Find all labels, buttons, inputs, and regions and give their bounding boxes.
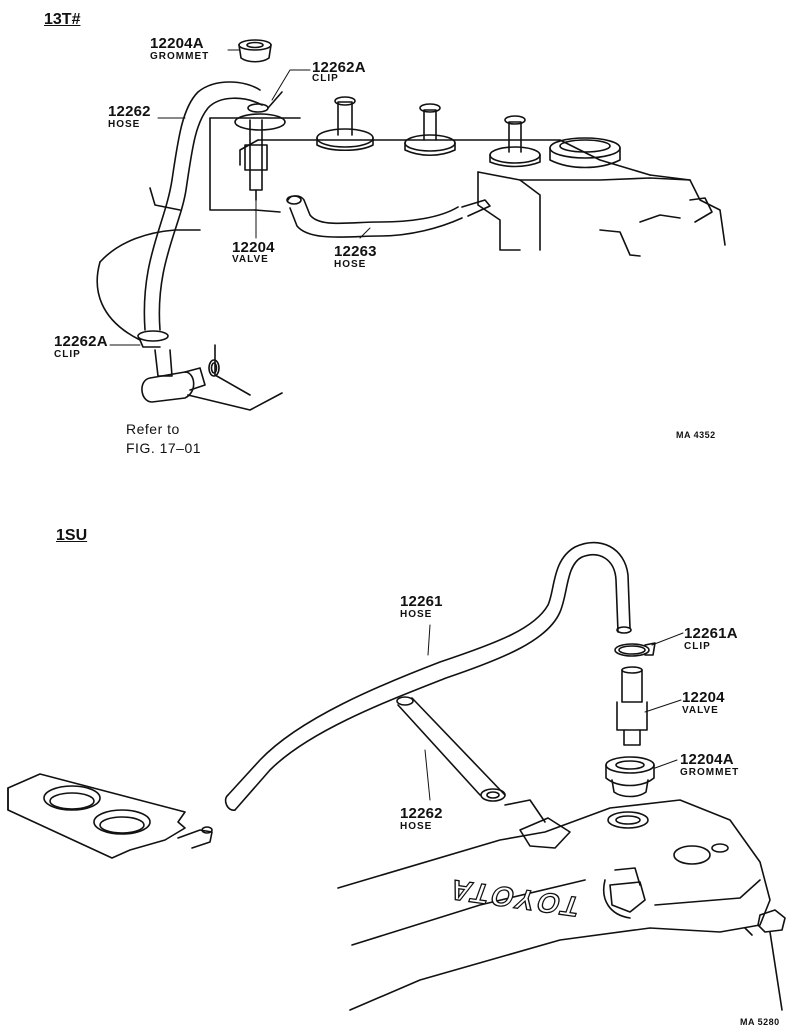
union-fitting-top xyxy=(141,349,220,403)
label-clip-lower-name: CLIP xyxy=(54,349,81,360)
label-hose-mid-name: HOSE xyxy=(334,259,367,270)
section-title-bottom: 1SU xyxy=(56,527,88,544)
leader-lines-bottom xyxy=(424,624,684,801)
grommet-12204A-top xyxy=(238,39,272,63)
leader-lines-top xyxy=(109,49,371,346)
hose-12263-top xyxy=(286,195,491,238)
clip-12262A-upper xyxy=(247,91,283,113)
engine-block-top xyxy=(96,117,726,411)
label-hose-left-part: 12262 xyxy=(108,103,151,120)
pcv-valve-12204-top xyxy=(234,113,286,201)
label-valve-part-bottom: 12204 xyxy=(682,689,725,706)
refer-text-line1: Refer to xyxy=(126,421,180,437)
label-grommet-part-top: 12204A xyxy=(150,35,204,52)
refer-text-line2: FIG. 17–01 xyxy=(126,440,202,456)
section-title-top: 13T# xyxy=(44,11,81,28)
label-hose-short-name: HOSE xyxy=(400,821,433,832)
label-hose-short-part: 12262 xyxy=(400,805,443,822)
label-grommet-name-top: GROMMET xyxy=(150,51,210,62)
label-clip-bottom-name: CLIP xyxy=(684,641,711,652)
label-grommet-part-bottom: 12204A xyxy=(680,751,734,768)
label-valve-name-top: VALVE xyxy=(232,254,269,265)
clip-12262A-lower xyxy=(137,330,169,348)
pcv-valve-12204-bottom xyxy=(616,666,648,746)
hose-12262-top xyxy=(143,81,263,331)
label-clip-upper-name: CLIP xyxy=(312,73,339,84)
figure-code-top: MA 4352 xyxy=(676,430,716,440)
label-valve-name-bottom: VALVE xyxy=(682,705,719,716)
clip-12261A-bottom xyxy=(614,642,656,657)
label-clip-upper-part: 12262A xyxy=(312,59,366,76)
label-valve-part-top: 12204 xyxy=(232,239,275,256)
figure-code-bottom: MA 5280 xyxy=(740,1017,780,1027)
carburetor-flange xyxy=(7,773,213,859)
label-clip-lower-part: 12262A xyxy=(54,333,108,350)
label-hose-left-name: HOSE xyxy=(108,119,141,130)
valve-cover-ports xyxy=(316,96,621,169)
label-hose-long-part: 12261 xyxy=(400,593,443,610)
label-hose-long-name: HOSE xyxy=(400,609,433,620)
valve-rocker-cover xyxy=(337,799,786,1011)
label-clip-bottom-part: 12261A xyxy=(684,625,738,642)
label-hose-mid-part: 12263 xyxy=(334,243,377,260)
grommet-12204A-bottom xyxy=(605,756,655,798)
label-grommet-name-bottom: GROMMET xyxy=(680,767,740,778)
hose-12261-bottom xyxy=(224,541,632,811)
hose-12262-bottom xyxy=(396,696,506,802)
